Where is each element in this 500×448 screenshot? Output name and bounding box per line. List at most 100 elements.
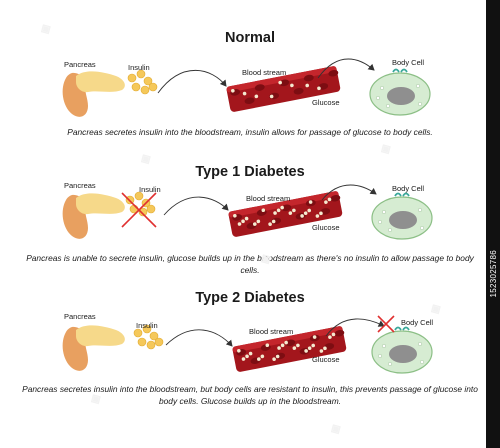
- glucose-dot: [324, 200, 328, 204]
- glucose-dot: [268, 222, 272, 226]
- glucose-dot: [382, 344, 386, 348]
- pancreas-label: Pancreas: [64, 312, 96, 321]
- flow-arrow: [157, 69, 227, 94]
- insulin-receptor: [394, 326, 410, 331]
- glucose-dot: [319, 211, 323, 216]
- glucose-dot: [304, 349, 308, 353]
- glucose-dot: [418, 342, 422, 346]
- glucose-dot: [272, 357, 276, 361]
- glucose-dot: [416, 84, 420, 88]
- vessel-highlight: [228, 191, 339, 218]
- glucose-dot: [271, 219, 276, 224]
- glucose-dot: [290, 83, 294, 88]
- glucose-dot: [277, 346, 281, 350]
- insulin-receptor: [392, 68, 408, 73]
- glucose-dot: [233, 213, 237, 218]
- flow-arrow: [325, 318, 385, 337]
- glucose-dot: [254, 94, 259, 99]
- red-blood-cell: [244, 97, 255, 105]
- glucose-dot: [308, 200, 313, 204]
- glucose-dot: [307, 346, 312, 351]
- pancreas-label: Pancreas: [64, 60, 96, 69]
- blood-stream-label: Blood stream: [249, 327, 294, 336]
- blood-stream-label: Blood stream: [242, 68, 287, 77]
- stock-id-sidebar: 1523025786: [486, 0, 500, 448]
- glucose-dot: [323, 346, 327, 351]
- insulin-label: Insulin: [139, 185, 161, 194]
- glucose-dot: [327, 197, 332, 202]
- glucose-dot: [315, 214, 320, 218]
- pancreas-illustration: [62, 71, 125, 117]
- flow-arrow: [317, 58, 375, 79]
- glucose-dot: [245, 354, 249, 359]
- glucose-dot: [269, 94, 274, 99]
- section-normal: [62, 58, 431, 117]
- vessel-highlight: [226, 66, 337, 93]
- glucose-dot: [292, 208, 296, 213]
- glucose-dot: [231, 88, 235, 93]
- insulin-label: Insulin: [136, 321, 158, 330]
- glucose-dot: [241, 219, 245, 224]
- glucose-dot: [280, 343, 285, 348]
- glucose-dot: [284, 340, 288, 345]
- glucose-dot: [241, 357, 246, 361]
- glucose-dot: [307, 208, 312, 213]
- pancreas-illustration: [62, 193, 125, 239]
- glucose-dot: [376, 96, 380, 100]
- insulin-dot: [138, 207, 148, 217]
- section-title-normal: Normal: [225, 30, 275, 46]
- glucose-dot: [388, 228, 392, 232]
- glucose-dot: [275, 354, 280, 359]
- glucose-dot: [260, 354, 265, 359]
- pancreas-body: [76, 193, 125, 215]
- glucose-dot: [278, 80, 282, 85]
- glucose-dot: [256, 219, 261, 224]
- glucose-dot: [296, 343, 300, 348]
- insulin-dots: [133, 324, 164, 350]
- glucose-dot: [300, 214, 304, 218]
- red-blood-cell: [328, 69, 339, 77]
- glucose-dot: [312, 335, 317, 339]
- insulin-dot: [136, 69, 146, 79]
- blood-vessel: [226, 66, 341, 112]
- vessel-highlight: [232, 326, 343, 353]
- glucose-dot: [257, 357, 261, 361]
- body-cell-label: Body Cell: [401, 318, 434, 327]
- glucose-dot: [237, 222, 242, 226]
- insulin-dot: [131, 82, 141, 92]
- cell-nucleus: [387, 87, 415, 105]
- glucose-dot: [292, 346, 297, 350]
- glucose-dot: [248, 351, 253, 356]
- section-caption-type2: Pancreas secretes insulin into the blood…: [22, 384, 478, 406]
- glucose-dot: [382, 210, 386, 214]
- cell-nucleus: [389, 211, 417, 229]
- section-title-type1: Type 1 Diabetes: [195, 164, 305, 180]
- glucose-dot: [303, 211, 308, 216]
- section-title-type2: Type 2 Diabetes: [195, 290, 305, 306]
- glucose-dot: [253, 222, 257, 226]
- insulin-dot: [148, 82, 158, 92]
- blood-vessel: [232, 326, 347, 372]
- glucose-dot: [418, 208, 422, 212]
- body-cell-illustration: [371, 326, 433, 374]
- red-blood-cell: [334, 329, 345, 337]
- cross-line: [121, 192, 157, 228]
- insulin-label: Insulin: [128, 63, 150, 72]
- pancreas-body: [76, 325, 125, 347]
- glucose-dot: [242, 91, 247, 96]
- pancreas-body: [76, 71, 125, 93]
- glucose-dot: [317, 86, 321, 91]
- section-caption-type1: Pancreas is unable to secrete insulin, g…: [26, 253, 474, 275]
- section-type1: [62, 184, 433, 240]
- glucose-dot: [328, 335, 332, 339]
- glucose-label: Glucose: [312, 223, 340, 232]
- red-blood-cell: [330, 194, 341, 202]
- insulin-dot: [127, 73, 137, 83]
- glucose-dot: [237, 348, 241, 353]
- stock-id-text: 1523025786: [489, 250, 498, 298]
- pancreas-label: Pancreas: [64, 181, 96, 190]
- glucose-dot: [244, 216, 249, 221]
- blocked-cross-icon: [121, 192, 157, 228]
- glucose-dot: [386, 104, 390, 108]
- body-cell-label: Body Cell: [392, 58, 425, 67]
